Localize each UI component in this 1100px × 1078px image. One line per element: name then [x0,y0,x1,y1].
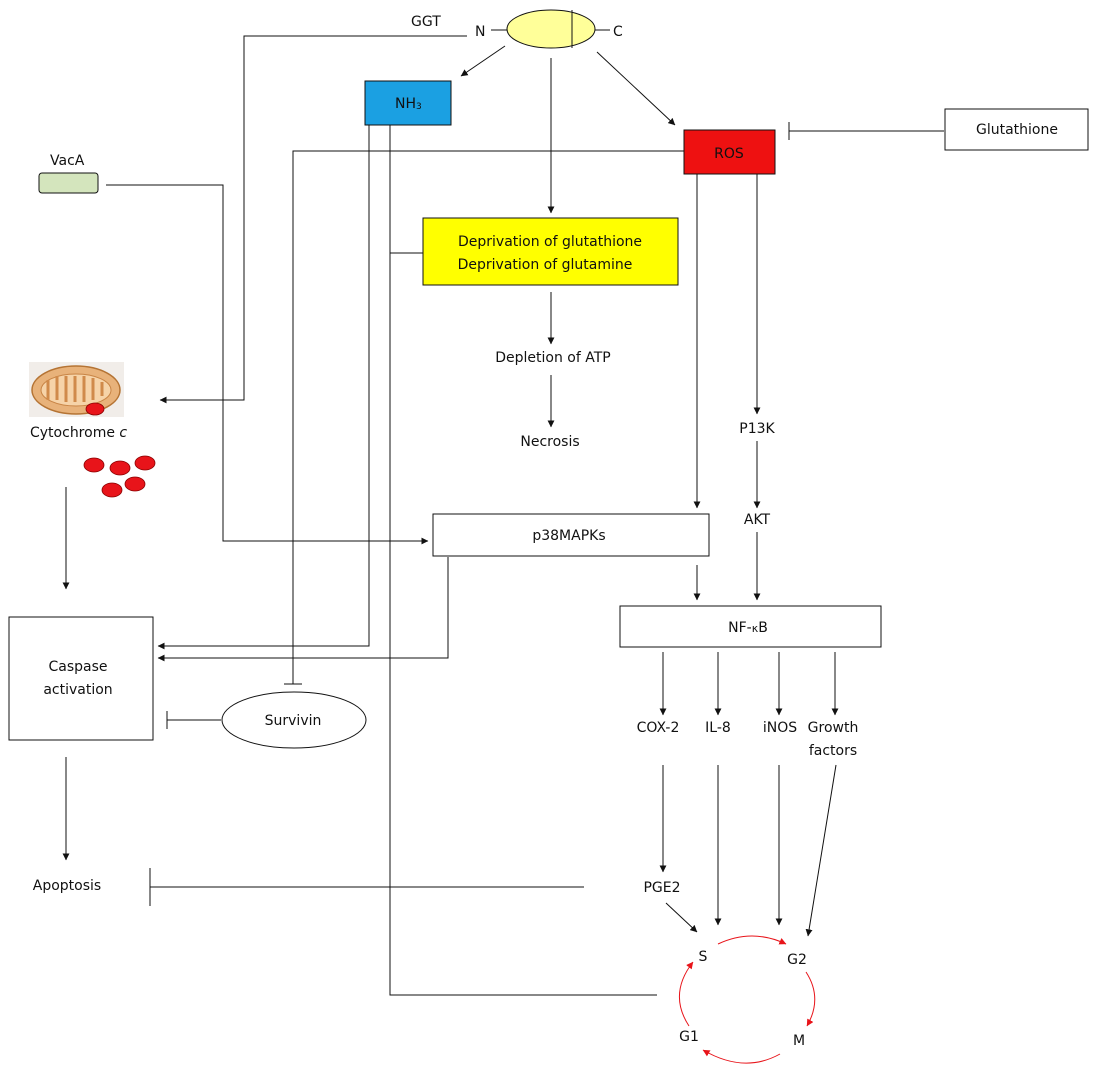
edge-p38mapks-to-caspase [157,557,449,662]
mitochondrion-icon [29,362,124,417]
il8-label: IL-8 [705,720,731,736]
edge-ros-inhibits-survivin [284,150,684,685]
caspase-activation-node: Caspase activation [8,616,154,741]
deprivation-node: Deprivation of glutathione Deprivation o… [422,217,679,286]
survivin-node: Survivin [221,691,367,749]
deprivation-glutamine-label: Deprivation of glutamine [458,257,633,273]
apoptosis-label: Apoptosis [33,878,101,894]
pi3k-label: P13K [739,421,775,437]
edge-ggt-to-nh3 [460,45,506,77]
p38mapks-label: p38MAPKs [532,528,605,544]
ggt-label: GGT [411,14,441,30]
edge-ggt-to-mitochondrion [159,35,467,404]
edge-growth-factors-to-g2 [805,764,837,937]
edge-nh3-to-caspase [157,125,370,650]
edge-glutathione-inhibits-ros [788,122,944,140]
cytochrome-c-particles [83,455,156,498]
cell-cycle: S G2 M G1 [678,935,816,1064]
ros-node: ROS [683,129,776,175]
deprivation-glutathione-label: Deprivation of glutathione [458,234,642,250]
growth-factors-label-line1: Growth [808,720,859,736]
n-terminus-label: N [475,24,485,40]
vaca-shape [38,172,99,194]
cycle-arrow-m-to-g1 [702,1049,781,1064]
growth-factors-label-line2: factors [809,743,857,759]
cell-cycle-s-label: S [699,949,708,965]
edge-nh3-to-cell-cycle [389,125,657,996]
cell-cycle-g2-label: G2 [787,952,807,968]
c-terminus-label: C [613,24,623,40]
pge2-label: PGE2 [643,880,680,896]
survivin-label: Survivin [265,713,322,729]
inos-label: iNOS [763,720,797,736]
glutathione-node: Glutathione [944,108,1089,151]
edge-pge2-inhibits-apoptosis [149,868,584,906]
edge-pge2-to-s [665,902,698,933]
cell-cycle-g1-label: G1 [679,1029,699,1045]
cycle-arrow-s-to-g2 [717,935,787,945]
depletion-atp-label: Depletion of ATP [495,350,610,366]
caspase-label-line2: activation [43,682,112,698]
akt-label: AKT [744,512,771,528]
nh3-label: NH3 [395,96,422,112]
cycle-arrow-g1-to-s [678,961,694,1027]
connectors [62,35,944,996]
nfkb-label: NF-κB [728,620,768,636]
ggt-enzyme-shape [491,9,610,49]
cell-cycle-m-label: M [793,1033,805,1049]
edge-ggt-to-ros [596,51,676,126]
cox2-label: COX-2 [637,720,680,736]
nfkb-node: NF-κB [619,605,882,648]
necrosis-label: Necrosis [520,434,579,450]
vaca-label: VacA [50,153,85,169]
p38mapks-node: p38MAPKs [432,513,710,557]
caspase-label-line1: Caspase [48,659,107,675]
ros-label: ROS [714,146,744,162]
cycle-arrow-g2-to-m [805,971,816,1027]
edge-survivin-inhibits-caspase [166,711,221,729]
nh3-node: NH3 [364,80,452,126]
glutathione-label: Glutathione [976,122,1058,138]
edge-vaca-to-p38mapks [106,184,429,545]
cytochrome-c-label: Cytochrome c [30,425,127,441]
